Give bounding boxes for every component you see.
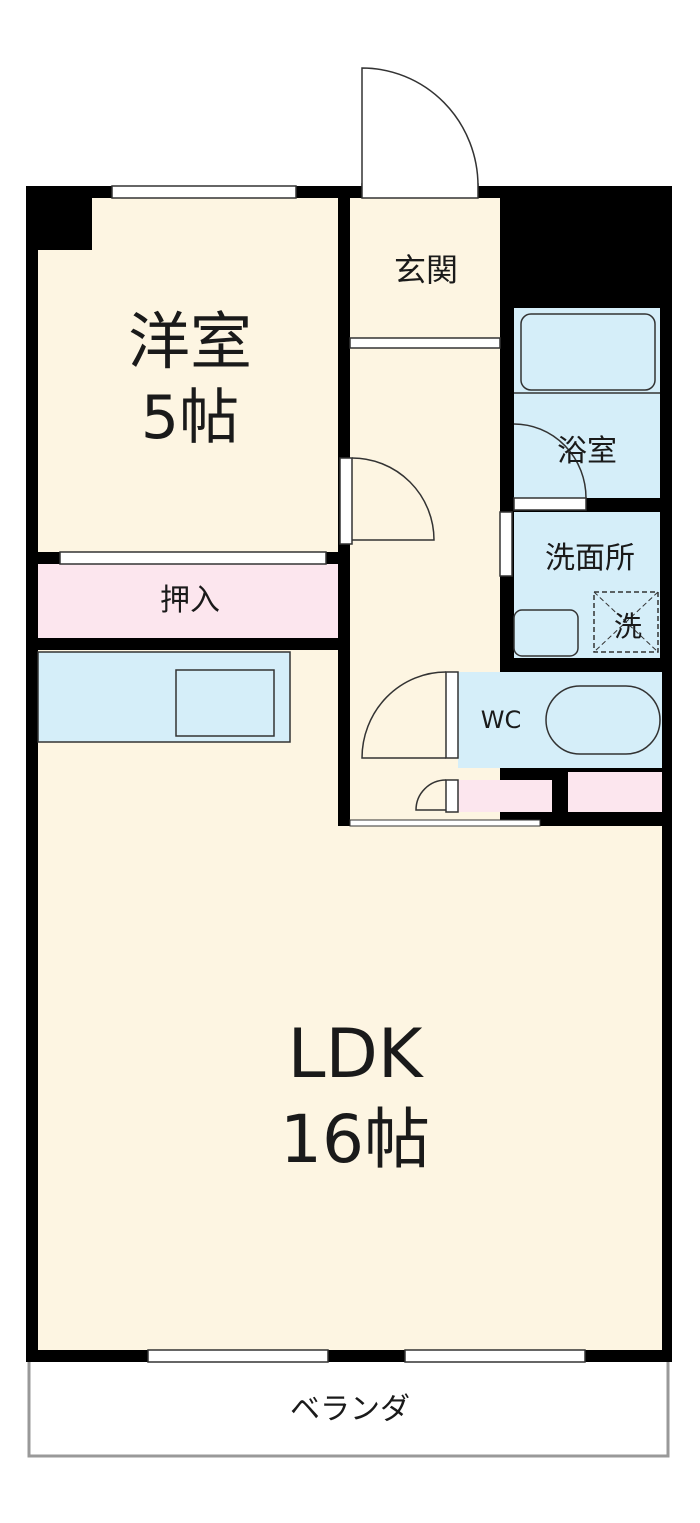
bedroom-name: 洋室 — [127, 305, 253, 378]
toilet-bowl — [545, 685, 661, 755]
bedroom-door-frame — [339, 457, 353, 545]
wc-door — [361, 671, 447, 759]
storage-door — [415, 779, 447, 811]
hall-floor-lower — [350, 660, 446, 826]
window-closet — [59, 551, 327, 565]
ldk-name: LDK — [287, 1015, 423, 1094]
closet-floor — [38, 564, 338, 638]
closet-name: 押入 — [160, 583, 220, 618]
ldk-size: 16帖 — [280, 1101, 430, 1178]
window-ldk-2 — [404, 1349, 586, 1363]
ldk-floor — [38, 650, 338, 1350]
opening-hall-ldk — [349, 819, 541, 827]
balcony-name: ベランダ — [290, 1392, 410, 1427]
entrance-door-opening — [361, 183, 479, 199]
storage-small-1 — [458, 780, 552, 812]
bedroom-size: 5帖 — [140, 383, 240, 453]
ldk-floor-right — [338, 826, 662, 1350]
bathroom-door — [513, 423, 587, 499]
bathtub — [520, 313, 656, 391]
kitchen-sink — [175, 669, 275, 737]
wash-basin — [513, 609, 579, 657]
washroom-name: 洗面所 — [545, 541, 635, 576]
entrance-door — [361, 67, 479, 187]
column — [38, 198, 92, 250]
entrance-name: 玄関 — [393, 251, 459, 289]
bathroom-name: 浴室 — [557, 434, 617, 469]
window-ldk-1 — [147, 1349, 329, 1363]
wc-door-frame — [445, 671, 459, 759]
entrance-step — [349, 337, 501, 349]
bedroom-floor — [38, 198, 338, 552]
balcony-area — [27, 1358, 670, 1458]
washer-space — [593, 591, 659, 653]
storage-small-2 — [568, 772, 662, 812]
washroom-door-frame — [499, 511, 513, 577]
bedroom-door — [351, 457, 435, 541]
toilet-name: WC — [480, 706, 522, 734]
window-bedroom — [111, 185, 297, 199]
washer-label: 洗 — [613, 610, 643, 643]
